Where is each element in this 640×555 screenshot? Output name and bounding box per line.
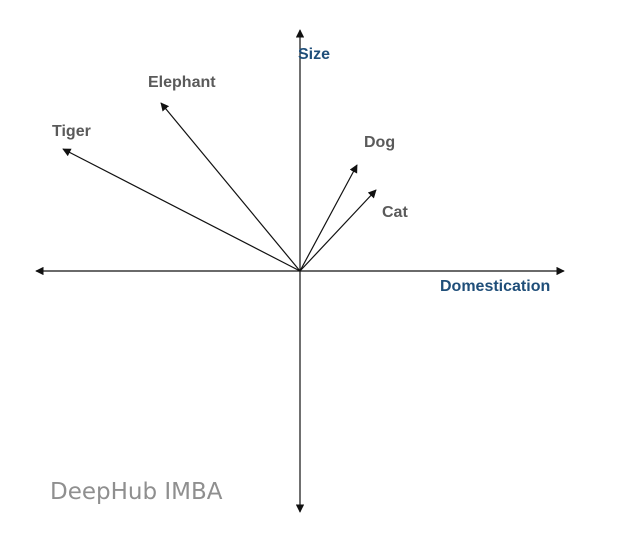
vector-dog-arrow (299, 164, 358, 272)
y-axis-label: Size (298, 46, 330, 63)
vector-label-tiger: Tiger (52, 123, 91, 140)
vector-elephant-arrow (160, 102, 301, 272)
vector-cat-arrow (299, 189, 377, 272)
watermark-text: DeepHub IMBA (50, 479, 223, 505)
vector-label-dog: Dog (364, 134, 395, 151)
x-axis-label: Domestication (440, 278, 550, 295)
vector-label-cat: Cat (382, 204, 408, 221)
vector-tiger-arrow (62, 148, 301, 272)
vector-label-elephant: Elephant (148, 74, 216, 91)
